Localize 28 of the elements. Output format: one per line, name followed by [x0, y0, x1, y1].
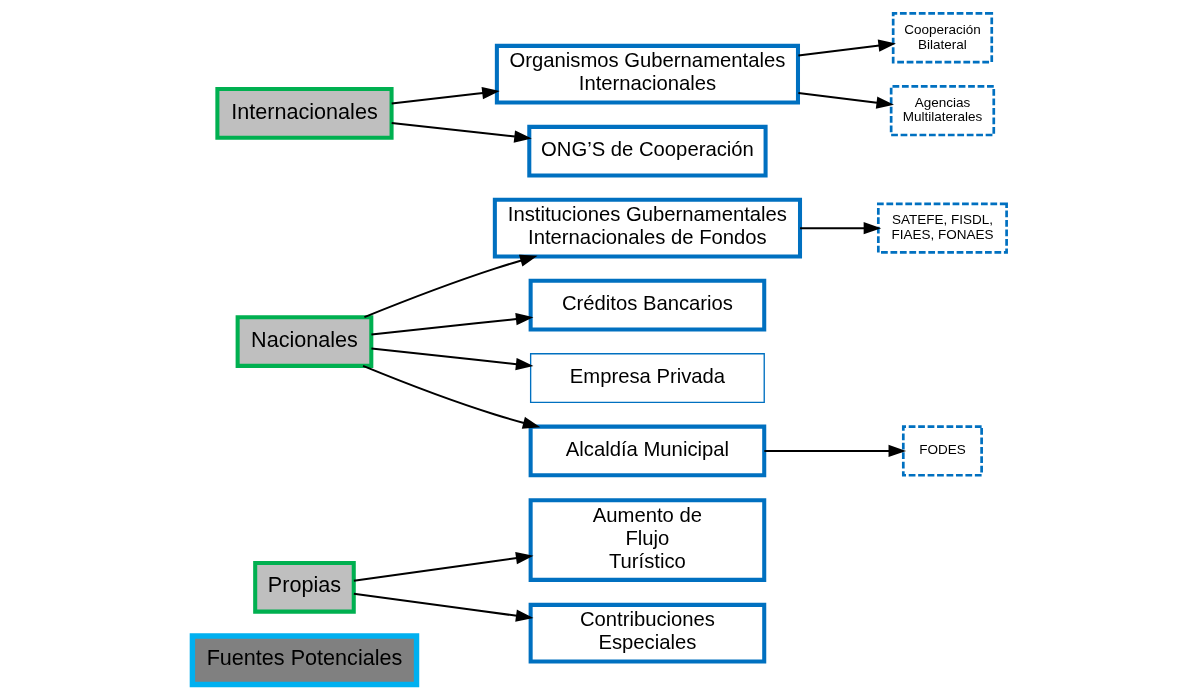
node-box: ONG’S de Cooperación: [527, 124, 768, 178]
node-box: SATEFE, FISDL, FIAES, FONAES: [877, 202, 1008, 254]
arrow: [391, 86, 500, 105]
arrow: [391, 121, 532, 143]
node-box: Organismos Gubernamentales Internacionales: [494, 43, 800, 105]
node-box: FODES: [901, 425, 983, 477]
node-box: Aumento de Flujo Turístico: [528, 498, 767, 582]
arrow: [798, 91, 894, 109]
node-box: Fuentes Potenciales: [189, 633, 420, 688]
node-box: Empresa Privada: [529, 353, 765, 403]
node-box: Contribuciones Especiales: [528, 602, 767, 664]
node-box: Nacionales: [235, 315, 374, 368]
arrow: [371, 347, 534, 371]
node-box: Agencias Multilaterales: [889, 85, 996, 137]
node-box: Créditos Bancarios: [528, 278, 767, 332]
arrow: [800, 222, 882, 235]
node-box: Alcaldía Municipal: [528, 424, 767, 478]
node-box: Cooperación Bilateral: [891, 12, 994, 64]
arrow: [364, 254, 538, 319]
arrow: [353, 552, 534, 582]
arrow: [362, 364, 541, 429]
arrow: [353, 592, 534, 622]
node-box: Instituciones Gubernamentales Internacionales de Fondos: [492, 197, 803, 259]
node-box: Propias: [253, 561, 356, 614]
node-box: Internacionales: [215, 87, 394, 140]
arrow: [371, 312, 534, 336]
arrow: [798, 39, 896, 57]
arrow: [764, 444, 907, 458]
